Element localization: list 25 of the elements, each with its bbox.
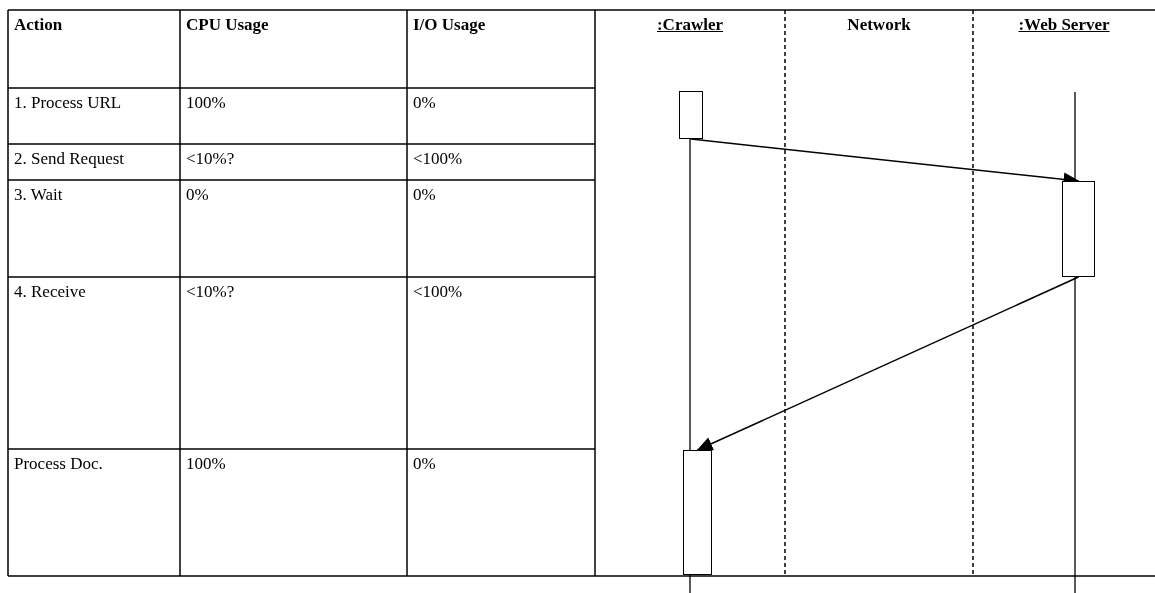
table-text: 0% — [413, 454, 436, 474]
activation-bar — [1062, 181, 1095, 277]
table-text: 4. Receive — [14, 282, 86, 302]
table-text: 0% — [413, 185, 436, 205]
lifeline-header: Network — [847, 15, 911, 35]
message-arrow — [696, 276, 1080, 451]
table-text: 100% — [186, 93, 226, 113]
table-text: 100% — [186, 454, 226, 474]
table-text: 2. Send Request — [14, 149, 125, 169]
table-text: <100% — [413, 149, 463, 169]
table-text: Process Doc. — [14, 454, 103, 474]
lifeline-header: :Crawler — [656, 15, 724, 35]
column-header: Action — [14, 15, 63, 35]
activation-bar — [679, 91, 703, 139]
table-text: <10%? — [186, 149, 235, 169]
lifeline-header: :Web Server — [1018, 15, 1110, 35]
table-text: 0% — [413, 93, 436, 113]
table-text: <100% — [413, 282, 463, 302]
column-header: CPU Usage — [186, 15, 269, 35]
table-text: 3. Wait — [14, 185, 63, 205]
table-text: 0% — [186, 185, 209, 205]
table-text: <10%? — [186, 282, 235, 302]
table-text: 1. Process URL — [14, 93, 122, 113]
column-header: I/O Usage — [413, 15, 486, 35]
activation-bar — [683, 450, 712, 575]
